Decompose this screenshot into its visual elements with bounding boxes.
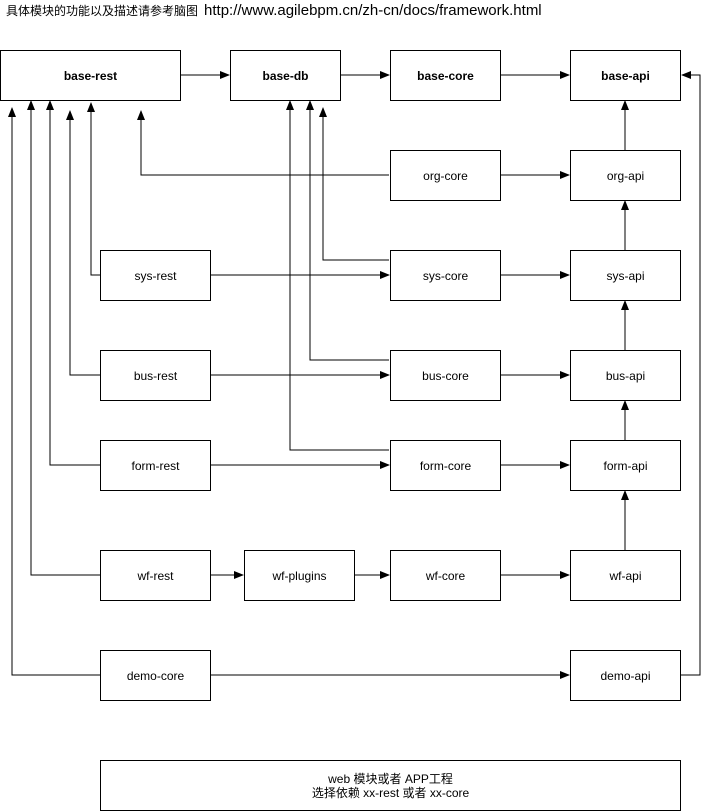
arrow-form-rest-to-base-rest	[46, 100, 100, 466]
module-form-api: form-api	[570, 440, 681, 491]
module-base-core: base-core	[390, 50, 501, 101]
diagram-title: 具体模块的功能以及描述请参考脑图	[6, 4, 199, 18]
module-sys-api: sys-api	[570, 250, 681, 301]
note-line-1: web 模块或者 APP工程	[328, 771, 453, 786]
note-line-2: 选择依赖 xx-rest 或者 xx-core	[311, 785, 470, 800]
module-sys-core: sys-core	[390, 250, 501, 301]
module-form-core: form-core	[390, 440, 501, 491]
module-base-api: base-api	[570, 50, 681, 101]
module-sys-rest: sys-rest	[100, 250, 211, 301]
docs-url: http://www.agilebpm.cn/zh-cn/docs/framew…	[204, 2, 542, 19]
module-demo-core: demo-core	[100, 650, 211, 701]
arrow-demo-api-to-base-api	[681, 71, 701, 676]
module-org-core: org-core	[390, 150, 501, 201]
arrow-sys-rest-to-base-rest	[87, 102, 100, 276]
web-app-note: web 模块或者 APP工程 选择依赖 xx-rest 或者 xx-core	[100, 760, 681, 811]
module-wf-core: wf-core	[390, 550, 501, 601]
arrow-org-core-to-base-rest	[137, 110, 389, 176]
module-base-db: base-db	[230, 50, 341, 101]
module-base-rest: base-rest	[0, 50, 181, 101]
module-form-rest: form-rest	[100, 440, 211, 491]
module-wf-api: wf-api	[570, 550, 681, 601]
module-org-api: org-api	[570, 150, 681, 201]
diagram-header: 具体模块的功能以及描述请参考脑图 http://www.agilebpm.cn/…	[6, 2, 542, 22]
arrow-sys-core-to-base-db	[319, 107, 389, 261]
module-wf-rest: wf-rest	[100, 550, 211, 601]
arrow-wf-rest-to-base-rest	[27, 100, 100, 576]
module-bus-api: bus-api	[570, 350, 681, 401]
arrow-form-core-to-base-db	[286, 100, 389, 451]
module-bus-core: bus-core	[390, 350, 501, 401]
module-wf-plugins: wf-plugins	[244, 550, 355, 601]
module-bus-rest: bus-rest	[100, 350, 211, 401]
arrow-demo-core-to-base-rest	[7, 107, 100, 676]
arrow-bus-core-to-base-db	[306, 100, 389, 361]
arrow-bus-rest-to-base-rest	[66, 110, 100, 376]
module-demo-api: demo-api	[570, 650, 681, 701]
